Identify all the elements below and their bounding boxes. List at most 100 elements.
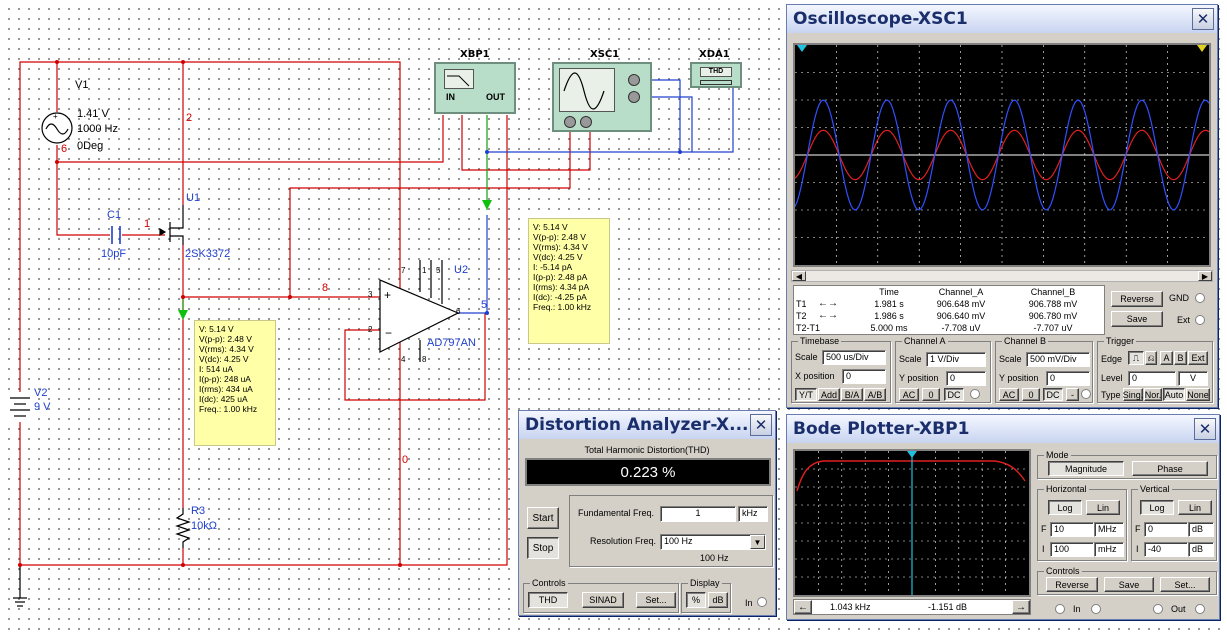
bode-set-button[interactable]: Set... (1160, 577, 1210, 592)
channel-a-dc-button[interactable]: DC (944, 388, 964, 401)
percent-button[interactable]: % (686, 592, 706, 608)
arrow-right-icon[interactable]: → (1012, 600, 1030, 614)
trigger-source-a[interactable]: A (1160, 351, 1173, 365)
cursor-move-arrows-icon[interactable]: ←→ (818, 310, 838, 321)
ext-terminal-radio[interactable] (1195, 315, 1205, 325)
r3-ref: R3 (191, 505, 206, 517)
channel-b-terminal-radio[interactable] (1081, 389, 1091, 399)
trigger-auto-button[interactable]: Auto (1163, 388, 1185, 401)
trigger-single-button[interactable]: Sing. (1122, 388, 1144, 401)
bode-plotter-instrument[interactable]: IN OUT (434, 62, 516, 114)
start-button[interactable]: Start (527, 507, 559, 529)
bode-save-button[interactable]: Save (1104, 577, 1154, 592)
oscilloscope-titlebar[interactable]: Oscilloscope-XSC1✕ (787, 5, 1217, 33)
db-button[interactable]: dB (708, 592, 728, 608)
phase-button[interactable]: Phase (1132, 461, 1208, 476)
probe-source-reading: I: 514 uA (199, 364, 234, 374)
scope-channel-a-terminal[interactable] (564, 116, 576, 128)
gnd-terminal-radio[interactable] (1195, 293, 1205, 303)
svg-text:−: − (385, 326, 392, 340)
channel-a-scale-field[interactable]: 1 V/Div (926, 352, 986, 367)
trigger-level-unit[interactable]: V (1178, 371, 1208, 386)
u2-ref: U2 (454, 264, 469, 276)
oscilloscope-screen[interactable] (793, 43, 1211, 267)
fundamental-freq-field[interactable]: 1 (660, 506, 736, 522)
vertical-final-field[interactable]: 0 (1144, 522, 1188, 537)
channel-a-zero-button[interactable]: 0 (922, 388, 940, 401)
channel-a-terminal-radio[interactable] (970, 389, 980, 399)
trigger-level-field[interactable]: 0 (1128, 371, 1176, 386)
channel-b-ypos-field[interactable]: 0 (1046, 371, 1090, 386)
save-button[interactable]: Save (1111, 311, 1163, 327)
close-icon[interactable]: ✕ (1194, 418, 1216, 440)
bode-screen[interactable] (793, 449, 1031, 597)
distortion-titlebar[interactable]: Distortion Analyzer-X...✕ (519, 411, 775, 439)
bode-titlebar[interactable]: Bode Plotter-XBP1✕ (787, 415, 1219, 443)
horizontal-initial-unit[interactable]: mHz (1094, 542, 1124, 557)
stop-button[interactable]: Stop (527, 537, 559, 559)
bode-reverse-button[interactable]: Reverse (1046, 577, 1098, 592)
vertical-lin-button[interactable]: Lin (1178, 500, 1212, 515)
timebase-scale-field[interactable]: 500 us/Div (822, 350, 886, 365)
mode-ba-button[interactable]: B/A (841, 388, 863, 401)
chevron-down-icon[interactable]: ▼ (750, 535, 765, 549)
falling-edge-icon[interactable]: ⎌ (1145, 351, 1157, 365)
bode-in-minus-radio[interactable] (1091, 604, 1101, 614)
set-button[interactable]: Set... (636, 592, 676, 608)
channel-b-ac-button[interactable]: AC (999, 388, 1019, 401)
oscilloscope-instrument[interactable] (552, 62, 652, 132)
bode-out-minus-radio[interactable] (1195, 604, 1205, 614)
channel-b-scale-field[interactable]: 500 mV/Div (1026, 352, 1090, 367)
horizontal-final-unit[interactable]: MHz (1094, 522, 1124, 537)
distortion-analyzer-window[interactable]: Distortion Analyzer-X...✕ Total Harmonic… (518, 410, 776, 616)
horizontal-log-button[interactable]: Log (1048, 500, 1082, 515)
channel-b-zero-button[interactable]: 0 (1022, 388, 1040, 401)
scope-scrollbar[interactable]: ◀ ▶ (791, 270, 1213, 282)
horizontal-final-field[interactable]: 10 (1050, 522, 1094, 537)
vertical-initial-unit[interactable]: dB (1188, 542, 1214, 557)
mode-add-button[interactable]: Add (818, 388, 840, 401)
channel-b-invert-button[interactable]: - (1066, 388, 1079, 401)
reverse-button[interactable]: Reverse (1111, 291, 1163, 307)
close-icon[interactable]: ✕ (1192, 8, 1214, 30)
channel-b-dc-button[interactable]: DC (1043, 388, 1063, 401)
vertical-log-button[interactable]: Log (1140, 500, 1174, 515)
horizontal-initial-field[interactable]: 100 (1050, 542, 1094, 557)
vertical-final-unit[interactable]: dB (1188, 522, 1214, 537)
vertical-initial-field[interactable]: -40 (1144, 542, 1188, 557)
scope-ground-terminal[interactable] (628, 74, 640, 86)
trigger-none-button[interactable]: None (1186, 388, 1210, 401)
channel-a-ypos-field[interactable]: 0 (946, 371, 986, 386)
magnitude-button[interactable]: Magnitude (1048, 461, 1124, 476)
channel-a-ac-button[interactable]: AC (899, 388, 919, 401)
mode-yt-button[interactable]: Y/T (795, 388, 817, 401)
trigger-source-b[interactable]: B (1174, 351, 1187, 365)
bode-out-plus-radio[interactable] (1153, 604, 1163, 614)
vertical-i-label: I (1136, 544, 1139, 554)
cursor-move-arrows-icon[interactable]: ←→ (818, 298, 838, 309)
bode-plotter-window[interactable]: Bode Plotter-XBP1✕ ← 1.043 kHz -1.151 dB… (786, 414, 1220, 620)
distortion-analyzer-instrument[interactable]: THD (690, 62, 742, 88)
in-terminal-radio[interactable] (757, 597, 767, 607)
thd-button[interactable]: THD (528, 592, 568, 608)
horizontal-lin-button[interactable]: Lin (1086, 500, 1120, 515)
x-position-field[interactable]: 0 (842, 369, 886, 384)
u2-part: AD797AN (427, 337, 476, 349)
scroll-right-icon[interactable]: ▶ (1198, 271, 1212, 281)
mode-ab-button[interactable]: A/B (864, 388, 886, 401)
scope-channel-b-terminal[interactable] (580, 116, 592, 128)
trigger-source-ext[interactable]: Ext (1188, 351, 1208, 365)
scope-trigger-terminal[interactable] (628, 91, 640, 103)
fundamental-freq-unit[interactable]: kHz (738, 506, 768, 522)
scroll-left-icon[interactable]: ◀ (792, 271, 806, 281)
arrow-left-icon[interactable]: ← (794, 600, 812, 614)
trigger-normal-button[interactable]: Nor. (1144, 388, 1162, 401)
sinad-button[interactable]: SINAD (582, 592, 624, 608)
rising-edge-icon[interactable]: ⎍ (1128, 351, 1144, 365)
resolution-freq-select[interactable]: 100 Hz ▼ (660, 534, 766, 550)
bode-in-plus-radio[interactable] (1055, 604, 1065, 614)
close-icon[interactable]: ✕ (750, 414, 772, 436)
